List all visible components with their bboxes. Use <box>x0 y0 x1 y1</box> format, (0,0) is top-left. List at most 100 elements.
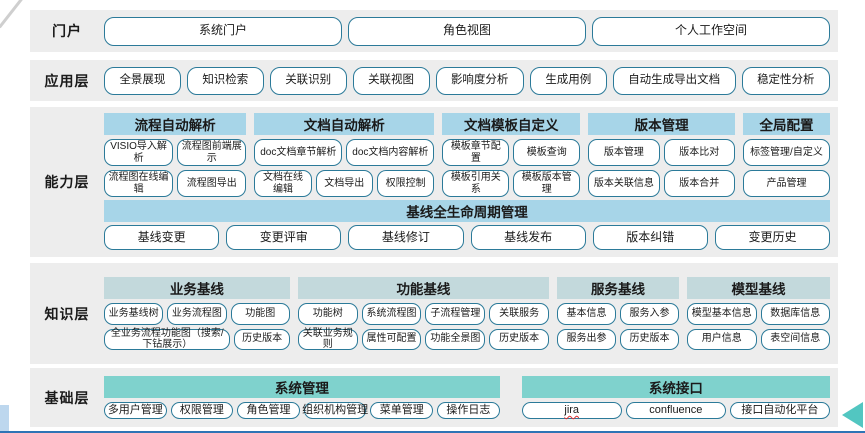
module-button-label: 模板版本管理 <box>521 172 572 195</box>
module-button[interactable]: 文档导出 <box>315 170 373 197</box>
group-button-row: 版本关联信息版本合并 <box>588 170 735 197</box>
module-button[interactable]: 模板查询 <box>513 139 581 166</box>
group-button-row: 全业务流程功能图（搜索/下钻展示）历史版本 <box>104 328 290 350</box>
baseline-step-button[interactable]: 版本纠错 <box>592 225 708 250</box>
module-button[interactable]: 历史版本 <box>620 328 679 350</box>
module-button-label: 稳定性分析 <box>757 73 815 86</box>
module-group: 系统管理多用户管理权限管理角色管理组织机构管理菜单管理操作日志 <box>104 376 500 419</box>
system-module-button[interactable]: 多用户管理 <box>104 402 167 419</box>
app-feature-button[interactable]: 知识检索 <box>186 66 264 95</box>
portal-button[interactable]: 角色视图 <box>348 16 586 46</box>
module-button[interactable]: 产品管理 <box>742 170 830 197</box>
system-module-button[interactable]: 组织机构管理 <box>302 402 368 419</box>
system-module-button[interactable]: 操作日志 <box>437 402 500 419</box>
module-button[interactable]: 服务出参 <box>557 328 617 350</box>
module-button[interactable]: 表空间信息 <box>760 328 831 350</box>
module-button[interactable]: doc文档章节解析 <box>254 139 343 166</box>
layer-label-capability: 能力层 <box>44 174 90 190</box>
system-module-button[interactable]: confluence <box>625 402 726 419</box>
baseline-step-button[interactable]: 基线变更 <box>104 225 220 250</box>
app-feature-button[interactable]: 稳定性分析 <box>741 66 830 95</box>
app-feature-button[interactable]: 关联识别 <box>269 66 347 95</box>
module-button[interactable]: 关联服务 <box>489 303 550 325</box>
group-button-row: 模型基本信息数据库信息 <box>686 303 831 325</box>
module-button[interactable]: doc文档内容解析 <box>346 139 435 166</box>
module-button[interactable]: 历史版本 <box>489 328 550 350</box>
module-button[interactable]: 版本合并 <box>663 170 735 197</box>
module-button[interactable]: 流程图前端展示 <box>177 139 247 166</box>
groups-row: 业务基线业务基线树业务流程图功能图全业务流程功能图（搜索/下钻展示）历史版本功能… <box>104 277 831 350</box>
module-button-label: jira <box>564 404 580 417</box>
previous-arrow-icon[interactable] <box>842 402 863 428</box>
module-button-label: 权限管理 <box>179 404 224 417</box>
portal-button[interactable]: 个人工作空间 <box>592 16 830 46</box>
baseline-step-button[interactable]: 变更评审 <box>226 225 342 250</box>
baseline-step-button[interactable]: 基线发布 <box>470 225 586 250</box>
module-button[interactable]: 功能树 <box>297 303 358 325</box>
app-feature-button[interactable]: 生成用例 <box>529 66 607 95</box>
baseline-step-button[interactable]: 变更历史 <box>714 225 831 250</box>
module-button[interactable]: VISIO导入解析 <box>104 139 174 166</box>
layer-portal: 门户系统门户角色视图个人工作空间 <box>30 10 838 52</box>
module-button[interactable]: 模型基本信息 <box>686 303 757 325</box>
module-group: 全局配置标签管理/自定义产品管理 <box>742 113 830 197</box>
module-button[interactable]: 业务基线树 <box>104 303 164 325</box>
module-button-label: 业务流程图 <box>171 308 222 320</box>
group-header: 业务基线 <box>104 277 290 300</box>
group-button-row: 功能树系统流程图子流程管理 关联服务 <box>297 303 550 325</box>
group-header: 文档自动解析 <box>254 113 435 135</box>
module-button[interactable]: 历史版本 <box>234 328 290 350</box>
module-button[interactable]: 关联业务规则 <box>297 328 358 350</box>
module-button-label: 服务入参 <box>629 308 670 320</box>
module-button[interactable]: 标签管理/自定义 <box>742 139 830 166</box>
module-button[interactable]: 模板版本管理 <box>513 170 581 197</box>
module-button-label: 表空间信息 <box>770 333 821 345</box>
layer-label-app: 应用层 <box>44 72 90 89</box>
app-feature-button[interactable]: 全景展现 <box>104 66 181 95</box>
module-button-label: 关联服务 <box>499 308 540 320</box>
group-header: 系统接口 <box>521 376 830 399</box>
app-feature-button[interactable]: 影响度分析 <box>435 66 524 95</box>
app-feature-button[interactable]: 自动生成导出文档 <box>612 66 736 95</box>
module-button[interactable]: 全业务流程功能图（搜索/下钻展示） <box>104 328 231 350</box>
system-module-button[interactable]: 菜单管理 <box>370 402 434 419</box>
module-button[interactable]: 模板章节配置 <box>442 139 510 166</box>
module-button-label: 操作日志 <box>446 404 491 417</box>
module-button-label: 关联视图 <box>368 73 415 86</box>
module-button[interactable]: 功能全景图 <box>425 328 486 350</box>
module-button-label: 子流程管理 <box>430 308 481 320</box>
module-button-label: 生成用例 <box>545 73 592 86</box>
module-button[interactable]: 版本管理 <box>588 139 660 166</box>
module-button[interactable]: 业务流程图 <box>167 303 227 325</box>
module-button[interactable]: 文档在线编辑 <box>254 170 312 197</box>
module-button[interactable]: 权限控制 <box>376 170 435 197</box>
baseline-step-button[interactable]: 基线修订 <box>348 225 464 250</box>
system-module-button[interactable]: jira <box>521 402 622 419</box>
system-module-button[interactable]: 权限管理 <box>170 402 234 419</box>
app-feature-button[interactable]: 关联视图 <box>352 66 430 95</box>
module-button[interactable]: 数据库信息 <box>760 303 831 325</box>
module-button[interactable]: 流程图在线编辑 <box>104 170 174 197</box>
module-button[interactable]: 子流程管理 <box>425 303 486 325</box>
module-button-label: 服务出参 <box>566 333 607 345</box>
module-button[interactable]: 基本信息 <box>557 303 617 325</box>
portal-button[interactable]: 系统门户 <box>104 16 342 46</box>
group-button-row: 基本信息服务入参 <box>557 303 679 325</box>
module-button[interactable]: 属性可配置 <box>361 328 422 350</box>
system-module-button[interactable]: 接口自动化平台 <box>729 402 830 419</box>
module-button[interactable]: 版本关联信息 <box>588 170 660 197</box>
module-button[interactable]: 服务入参 <box>620 303 679 325</box>
system-module-button[interactable]: 角色管理 <box>237 402 300 419</box>
module-button[interactable]: 模板引用关系 <box>442 170 510 197</box>
module-button[interactable]: 用户信息 <box>686 328 757 350</box>
module-button[interactable]: 系统流程图 <box>361 303 422 325</box>
module-button[interactable]: 流程图导出 <box>177 170 247 197</box>
base-groups-row: 系统管理多用户管理权限管理角色管理组织机构管理菜单管理操作日志系统接口 jira c… <box>104 376 830 419</box>
module-button[interactable]: 功能图 <box>230 303 290 325</box>
module-button-label: 模板引用关系 <box>450 172 501 195</box>
module-button[interactable]: 版本比对 <box>663 139 735 166</box>
